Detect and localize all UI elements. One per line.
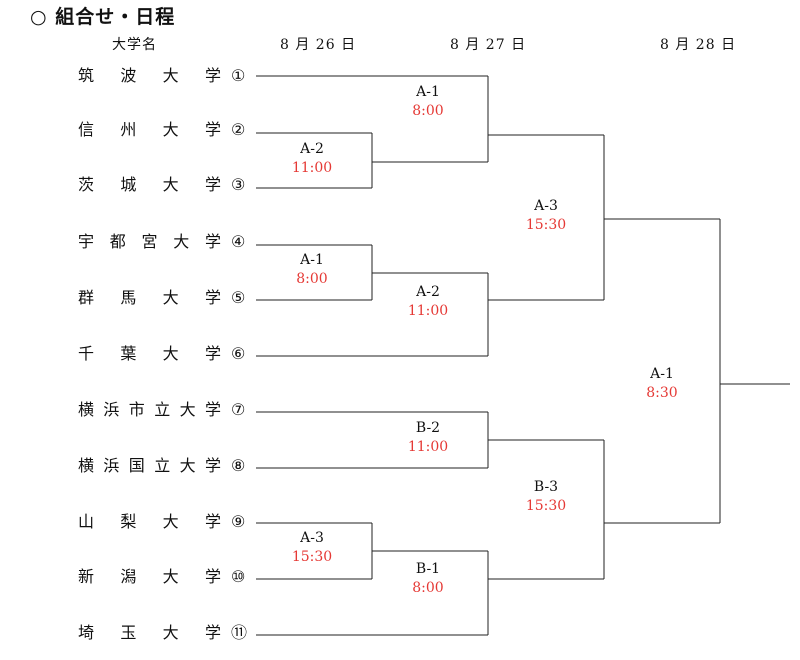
team-name: 横浜国立大学 (78, 456, 221, 475)
team-row: 茨城大学 ③ (78, 175, 245, 195)
match-time: 11:00 (407, 439, 449, 455)
match-code: A-1 (416, 84, 440, 100)
match-code: B-3 (533, 479, 559, 495)
team-seed: ⑩ (231, 567, 246, 586)
header-day-3: 8 月 28 日 (660, 37, 737, 53)
team-seed: ⑤ (231, 288, 246, 307)
bracket-line (603, 440, 720, 579)
match-label: A-3 15:30 (506, 197, 586, 235)
match-label: A-1 8:30 (622, 365, 702, 403)
match-time: 8:30 (646, 385, 678, 401)
match-time: 8:00 (412, 580, 444, 596)
team-row: 宇都宮大学 ④ (78, 232, 245, 252)
team-name: 埼玉大学 (78, 623, 221, 642)
team-row: 横浜市立大学 ⑦ (78, 400, 245, 420)
team-row: 信州大学 ② (78, 120, 245, 140)
team-name: 群馬大学 (78, 288, 221, 307)
bracket-line (487, 76, 604, 162)
bracket-line (487, 412, 604, 468)
header-university: 大学名 (112, 37, 157, 53)
team-name: 信州大学 (78, 120, 221, 139)
team-seed: ③ (231, 175, 246, 194)
match-label: A-1 8:00 (272, 251, 352, 289)
match-time: 11:00 (407, 303, 449, 319)
team-name: 宇都宮大学 (78, 232, 221, 251)
match-code: A-2 (416, 284, 440, 300)
bracket-line (603, 135, 720, 300)
team-row: 千葉大学 ⑥ (78, 344, 245, 364)
team-seed: ⑥ (231, 344, 246, 363)
team-seed: ⑧ (231, 456, 246, 475)
bracket-line (371, 245, 488, 300)
team-seed: ① (231, 66, 246, 85)
match-code: A-3 (300, 530, 324, 546)
match-time: 8:00 (296, 271, 328, 287)
match-code: B-1 (415, 561, 441, 577)
bracket-line (371, 133, 488, 188)
bracket-line (487, 551, 604, 635)
team-seed: ② (231, 120, 246, 139)
team-seed: ⑪ (231, 623, 248, 642)
team-row: 新潟大学 ⑩ (78, 567, 245, 587)
match-time: 15:30 (525, 498, 567, 514)
team-seed: ⑦ (231, 400, 246, 419)
team-name: 新潟大学 (78, 567, 221, 586)
team-row: 山梨大学 ⑨ (78, 512, 245, 532)
team-name: 筑波大学 (78, 66, 221, 85)
team-row: 埼玉大学 ⑪ (78, 623, 247, 643)
match-code: B-2 (415, 420, 441, 436)
header-day-2: 8 月 27 日 (450, 37, 527, 53)
team-seed: ⑨ (231, 512, 246, 531)
match-time: 15:30 (525, 217, 567, 233)
match-label: A-2 11:00 (388, 283, 468, 321)
team-row: 群馬大学 ⑤ (78, 288, 245, 308)
match-label: A-3 15:30 (272, 529, 352, 567)
team-name: 横浜市立大学 (78, 400, 221, 419)
team-name: 茨城大学 (78, 175, 221, 194)
team-row: 横浜国立大学 ⑧ (78, 456, 245, 476)
match-code: A-1 (650, 366, 674, 382)
bracket-line (371, 523, 488, 579)
team-row: 筑波大学 ① (78, 66, 245, 86)
match-label: B-3 15:30 (506, 478, 586, 516)
bracket-line (719, 219, 790, 523)
header-day-1: 8 月 26 日 (280, 37, 357, 53)
match-time: 15:30 (291, 549, 333, 565)
match-label: B-1 8:00 (388, 560, 468, 598)
match-time: 11:00 (291, 160, 333, 176)
bracket-line (487, 273, 604, 356)
page-title: ○ 組合せ・日程 (30, 6, 176, 28)
team-name: 山梨大学 (78, 512, 221, 531)
team-name: 千葉大学 (78, 344, 221, 363)
team-seed: ④ (231, 232, 246, 251)
match-label: A-2 11:00 (272, 140, 352, 178)
match-label: A-1 8:00 (388, 83, 468, 121)
match-code: A-3 (534, 198, 558, 214)
match-time: 8:00 (412, 103, 444, 119)
match-code: A-2 (300, 141, 324, 157)
match-label: B-2 11:00 (388, 419, 468, 457)
match-code: A-1 (300, 252, 324, 268)
